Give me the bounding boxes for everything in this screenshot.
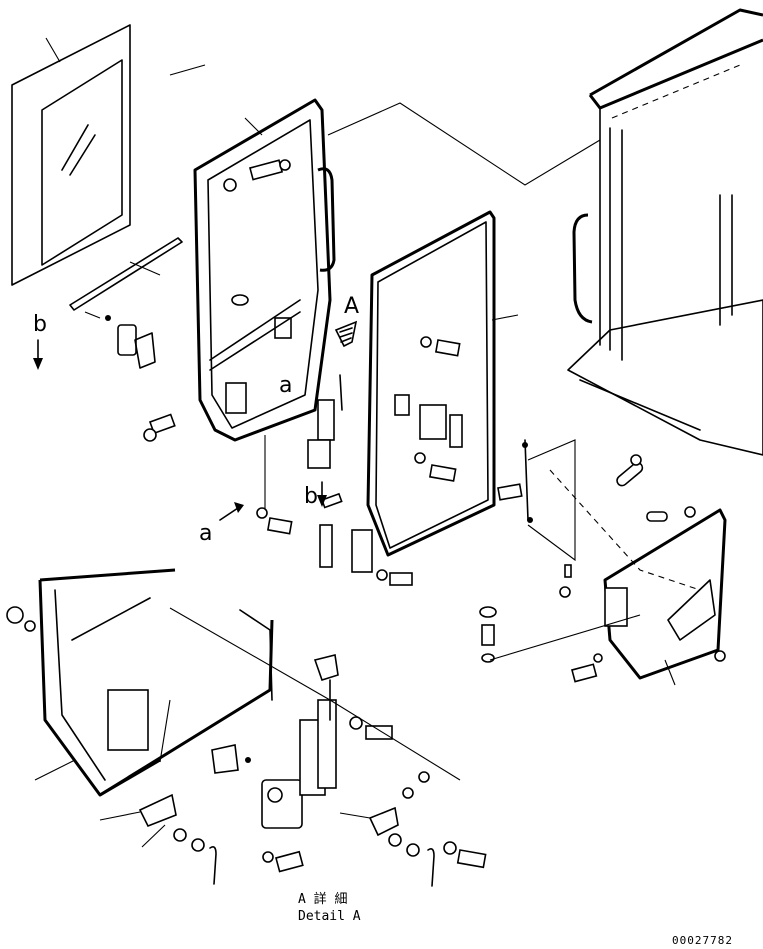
label-view-b-left: b: [33, 312, 47, 337]
glass-pane: [11, 24, 206, 286]
detail-a-fasteners: [99, 607, 487, 887]
glass-guides: [394, 336, 463, 482]
slider-parts: [256, 483, 523, 586]
view-arrow-a: [334, 320, 358, 348]
detail-caption-jp: A 詳 細: [298, 891, 347, 907]
view-b-mid-arrow: [317, 481, 327, 507]
side-bracket-panel: [603, 508, 727, 686]
detail-caption-en: Detail A: [298, 909, 361, 924]
bolt-lower-left: [143, 413, 176, 442]
view-b-left-arrow: [33, 339, 43, 370]
door-frame: [193, 98, 336, 442]
label-view-b-mid: b: [304, 484, 318, 509]
label-view-a-lower: a: [199, 521, 212, 546]
view-a-lower-arrow: [219, 502, 244, 521]
document-number: 00027782: [672, 934, 733, 947]
label-view-a: A: [344, 294, 359, 319]
sliding-glass-frame: [366, 210, 519, 557]
latch-bracket: [84, 311, 156, 369]
leader-lines: [327, 102, 601, 186]
label-view-a-small: a: [279, 373, 292, 398]
glass-seal-strip: [69, 237, 183, 311]
bolt-door-upper: [223, 159, 291, 192]
hinge-pins: [479, 439, 726, 683]
detail-a-frame: [6, 568, 274, 797]
detail-a-latch: [261, 654, 339, 829]
latch-assembly: [264, 374, 343, 510]
cab-body: [567, 8, 763, 456]
